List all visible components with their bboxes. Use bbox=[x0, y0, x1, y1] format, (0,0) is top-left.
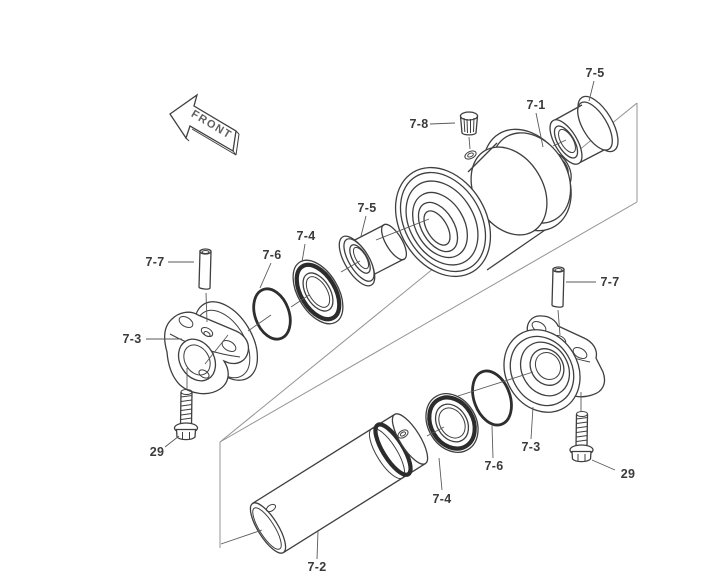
callout-7-3-right: 7-3 bbox=[522, 440, 541, 454]
callout-7-5-top: 7-5 bbox=[586, 66, 605, 80]
callout-7-8: 7-8 bbox=[410, 117, 429, 131]
callout-7-7-left: 7-7 bbox=[146, 255, 165, 269]
seal-7-4-left bbox=[292, 259, 344, 325]
seal-7-4-right bbox=[425, 393, 479, 453]
callout-7-5-mid: 7-5 bbox=[358, 201, 377, 215]
plug-hole bbox=[464, 150, 477, 160]
bracket-7-3-right bbox=[503, 315, 606, 413]
roller-7-1 bbox=[394, 128, 572, 278]
front-arrow-depth bbox=[185, 128, 240, 156]
leader-lines bbox=[146, 80, 616, 560]
callout-7-2: 7-2 bbox=[308, 560, 327, 574]
callout-7-6-left: 7-6 bbox=[263, 248, 282, 262]
callout-7-4-left: 7-4 bbox=[297, 229, 316, 243]
plug-7-8 bbox=[459, 111, 479, 136]
callout-7-4-right: 7-4 bbox=[433, 492, 452, 506]
callout-7-7-right: 7-7 bbox=[601, 275, 620, 289]
callout-29-right: 29 bbox=[621, 467, 636, 481]
bushing-7-5-mid bbox=[338, 223, 408, 287]
callout-7-6-right: 7-6 bbox=[485, 459, 504, 473]
shaft-7-2 bbox=[249, 413, 429, 554]
bolt-29-left bbox=[173, 389, 199, 441]
callout-29-left: 29 bbox=[150, 445, 165, 459]
bushing-7-5-top bbox=[549, 95, 619, 165]
callout-7-3-left: 7-3 bbox=[123, 332, 142, 346]
pin-7-7-right bbox=[551, 266, 565, 308]
bracket-7-3-left bbox=[164, 301, 259, 395]
callout-7-1: 7-1 bbox=[527, 98, 546, 112]
pin-7-7-left bbox=[198, 248, 212, 290]
oring-7-6-left bbox=[252, 287, 292, 341]
front-arrow: FRONT bbox=[169, 93, 240, 156]
pointer-lines bbox=[186, 136, 582, 545]
oring-7-6-right bbox=[471, 369, 513, 427]
bolt-29-right bbox=[569, 411, 594, 463]
